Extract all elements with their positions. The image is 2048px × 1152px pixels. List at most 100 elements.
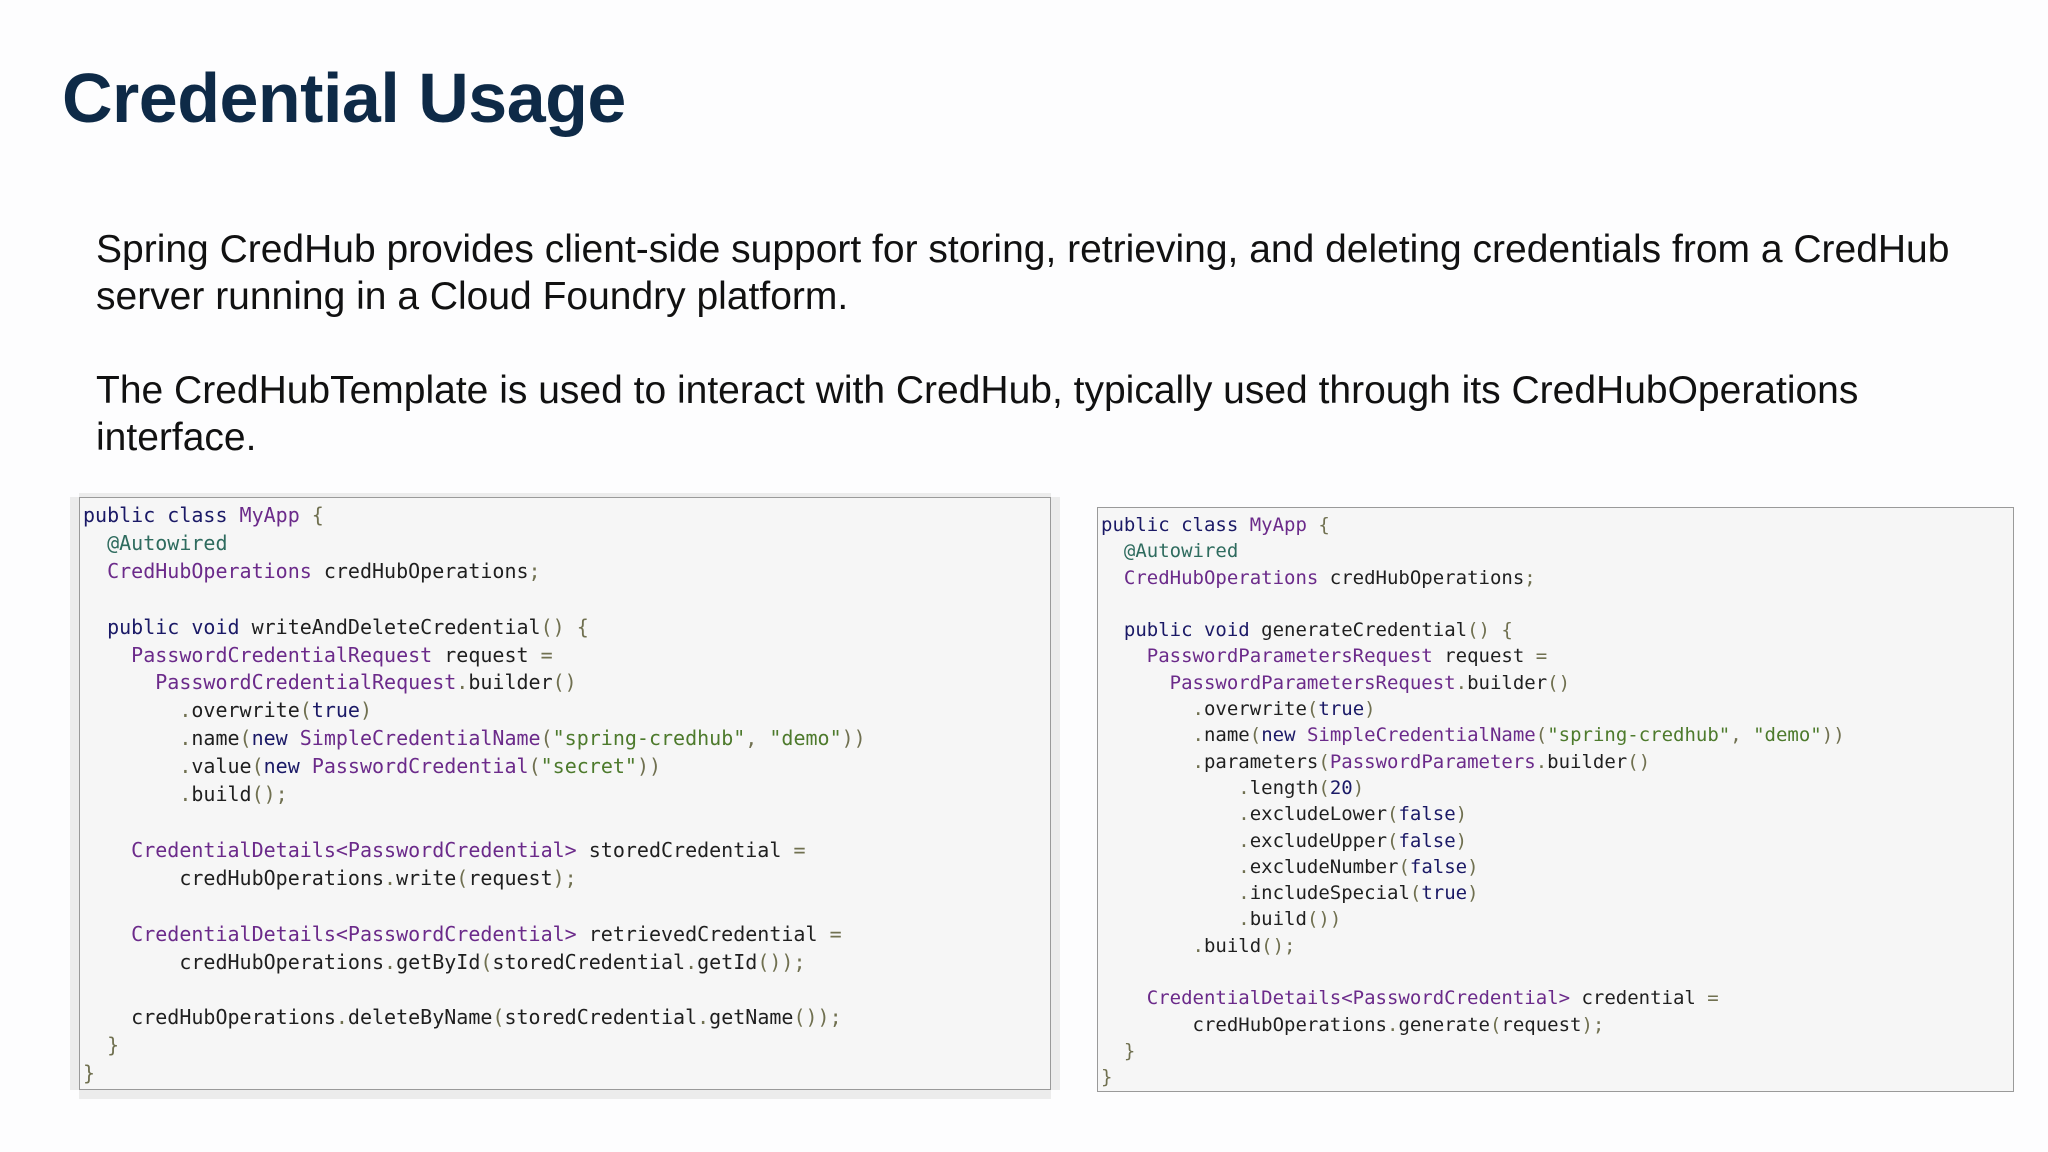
code-token: builder (1467, 671, 1548, 694)
code-token: ( (1387, 803, 1399, 826)
code-token: . (1386, 1013, 1399, 1036)
code-token: true (311, 698, 360, 723)
code-token: MyApp (1249, 514, 1319, 536)
code-line: @Autowired (1101, 538, 2013, 564)
code-token: public void (1123, 619, 1262, 642)
code-line: public void generateCredential() { (1101, 617, 2013, 643)
code-token: "demo" (769, 726, 842, 751)
code-token: )) (636, 754, 662, 779)
code-token: ; (1524, 566, 1536, 589)
code-token: )) (841, 726, 866, 751)
code-token (1101, 987, 1147, 1009)
code-token: () (552, 670, 577, 695)
code-token (83, 726, 179, 750)
code-token: ( (1387, 829, 1399, 852)
code-token (1101, 908, 1238, 930)
code-token: . (384, 865, 397, 890)
code-token (1101, 830, 1238, 852)
code-token: = (793, 837, 806, 862)
code-line (1101, 591, 2013, 617)
code-token: = (829, 921, 842, 946)
code-token: , (745, 726, 770, 751)
code-line: public class MyApp { (83, 502, 1050, 530)
code-token: CredHubOperations (107, 558, 324, 583)
code-token: SimpleCredentialName (1306, 724, 1536, 747)
code-token: } (1123, 1039, 1136, 1062)
code-token: credHubOperations (323, 558, 529, 583)
code-token: } (83, 1061, 96, 1086)
code-token: ()); (757, 949, 806, 974)
code-token: () { (540, 614, 589, 639)
code-token: build (191, 782, 252, 807)
code-token: . (685, 949, 698, 974)
code-line: .length(20) (1101, 775, 2013, 801)
code-token: ()); (793, 1005, 842, 1030)
code-token: ( (1409, 882, 1422, 905)
code-line: credHubOperations.write(request); (83, 865, 1050, 893)
code-token: retrievedCredential (588, 921, 830, 946)
code-token: storedCredential (588, 837, 794, 862)
code-token: ( (1249, 724, 1262, 747)
code-token: ); (552, 865, 577, 890)
code-token: excludeNumber (1249, 855, 1399, 878)
code-line: CredHubOperations credHubOperations; (83, 558, 1050, 586)
code-token: PasswordParameters (1329, 750, 1536, 773)
code-token (83, 782, 179, 806)
code-line: PasswordParametersRequest request = (1101, 643, 2013, 669)
code-line: .build(); (83, 781, 1050, 809)
code-line: PasswordParametersRequest.builder() (1101, 670, 2013, 696)
code-line: CredentialDetails<PasswordCredential> st… (83, 837, 1050, 865)
code-token: build (1249, 908, 1307, 931)
code-block-write-delete: public class MyApp { @Autowired CredHubO… (79, 497, 1051, 1090)
code-line: .excludeLower(false) (1101, 801, 2013, 827)
code-token (1101, 724, 1193, 746)
code-token: request (1501, 1013, 1582, 1036)
code-token: ( (528, 754, 541, 779)
code-token: = (1535, 645, 1548, 668)
code-token: CredHubOperations (1123, 566, 1330, 589)
code-token: ); (1581, 1013, 1605, 1036)
code-line: } (1101, 1038, 2013, 1064)
code-line (83, 586, 1050, 614)
code-token: . (1238, 803, 1250, 826)
code-token: false (1409, 855, 1468, 878)
code-token: credHubOperations (1101, 1013, 1387, 1036)
code-token: overwrite (191, 698, 300, 723)
code-token: request (468, 865, 553, 890)
code-token: . (1192, 934, 1204, 957)
code-token: name (191, 726, 240, 751)
code-token: . (1192, 724, 1204, 747)
code-token: PasswordCredentialRequest (131, 642, 445, 667)
code-token: ( (299, 698, 312, 723)
code-line: .name(new SimpleCredentialName("spring-c… (1101, 722, 2013, 748)
code-token: { (311, 503, 324, 527)
code-token (83, 615, 107, 639)
code-token: ( (1398, 855, 1410, 878)
code-line: .parameters(PasswordParameters.builder() (1101, 749, 2013, 775)
code-block-generate: public class MyApp { @Autowired CredHubO… (1097, 507, 2014, 1092)
code-token (83, 754, 179, 778)
code-token: PasswordParametersRequest (1146, 645, 1445, 668)
code-token: storedCredential (504, 1005, 698, 1030)
code-line: .name(new SimpleCredentialName("spring-c… (83, 725, 1050, 753)
code-line: .build(); (1101, 933, 2013, 959)
code-token: ) (1455, 829, 1468, 852)
code-line: credHubOperations.generate(request); (1101, 1012, 2013, 1038)
code-token (1101, 619, 1124, 641)
code-token: () (1627, 750, 1651, 773)
code-token (83, 1033, 107, 1057)
code-token (1101, 1040, 1124, 1062)
code-token: false (1398, 829, 1456, 852)
code-token: new (1261, 724, 1307, 747)
code-line (83, 809, 1050, 837)
code-token: generateCredential (1261, 619, 1468, 642)
template-paragraph: The CredHubTemplate is used to interact … (96, 369, 1859, 459)
code-token (83, 838, 131, 862)
code-listing-right: public class MyApp { @Autowired CredHubO… (1098, 508, 2013, 1091)
code-token: getName (709, 1005, 794, 1030)
code-token: . (179, 698, 192, 723)
code-token (1101, 645, 1147, 667)
code-line: @Autowired (83, 530, 1050, 558)
code-token: request (444, 642, 541, 667)
code-token: ) (1352, 776, 1365, 799)
